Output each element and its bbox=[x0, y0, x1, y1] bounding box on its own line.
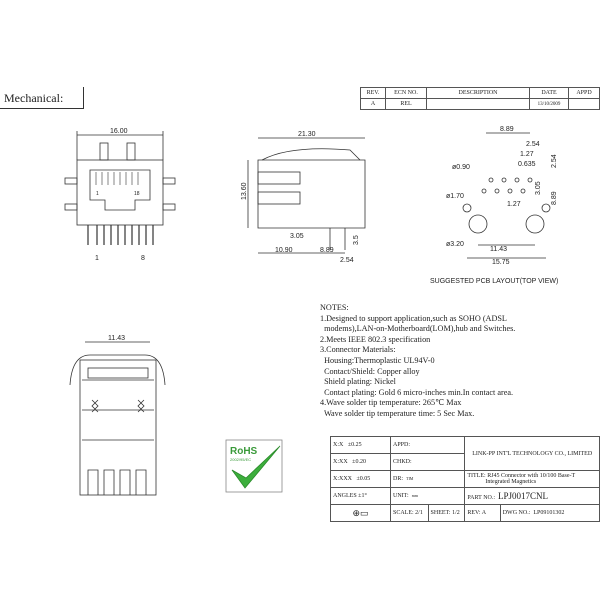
led-label: 1 bbox=[96, 191, 99, 197]
dim-label: 2.54 bbox=[340, 257, 354, 264]
dim-label: 3.05 bbox=[535, 181, 542, 195]
note-line: 2.Meets IEEE 802.3 specification bbox=[320, 334, 431, 344]
bottom-view: 11.43 bbox=[69, 335, 166, 496]
dim-label: 3.05 bbox=[290, 233, 304, 240]
pin-label: 1 bbox=[95, 255, 99, 262]
dim-label: 1.27 bbox=[507, 201, 521, 208]
dim-label: 15.75 bbox=[492, 259, 510, 266]
led-label: 18 bbox=[134, 191, 140, 197]
note-line: Wave solder tip temperature time: 5 Sec … bbox=[320, 408, 475, 418]
notes: NOTES:1.Designed to support application,… bbox=[320, 303, 515, 420]
rohs-sub: 2002/95/EC bbox=[230, 457, 251, 462]
part-no-field: PART NO.: LPJ0017CNL bbox=[464, 487, 600, 505]
dim-label: 1.27 bbox=[520, 151, 534, 158]
hole-label: ø0.90 bbox=[452, 164, 470, 171]
section-label: Mechanical: bbox=[0, 87, 84, 109]
front-view: 16.00 1 8 1 18 bbox=[64, 128, 176, 262]
pin-label: 8 bbox=[141, 255, 145, 262]
appd-field: APPD: bbox=[389, 436, 466, 454]
sheet-field: SHEET: 1/2 bbox=[427, 504, 466, 522]
rev-field: REV: A bbox=[464, 504, 501, 522]
tolerance: X:XXX ±0.05 bbox=[330, 470, 391, 488]
rohs-logo: RoHS 2002/95/EC bbox=[225, 439, 283, 493]
side-view: 21.30 13.60 3.5 3.05 2.54 10.90 8.89 bbox=[241, 131, 366, 264]
hole-label: ø1.70 bbox=[446, 193, 464, 200]
scale-field: SCALE: 2/1 bbox=[390, 504, 429, 522]
dim-label: 13.60 bbox=[241, 182, 248, 200]
dr-field: DR: TIM bbox=[389, 470, 466, 488]
dim-label: 21.30 bbox=[298, 131, 316, 138]
unit-field: UNIT: mm bbox=[389, 487, 466, 505]
dim-label: 8.89 bbox=[320, 247, 334, 254]
dim-label: 8.89 bbox=[551, 191, 558, 205]
dim-label: 16.00 bbox=[110, 128, 128, 135]
dim-label: 2.54 bbox=[551, 154, 558, 168]
note-line: Contact/Shield: Copper alloy bbox=[320, 366, 420, 376]
cell bbox=[568, 98, 600, 110]
dim-label: 10.90 bbox=[275, 247, 293, 254]
tolerance: X:X ±0.25 bbox=[330, 436, 391, 454]
angles-field: ANGLES ±1° bbox=[330, 487, 391, 505]
company-name: LINK-PP INT'L TECHNOLOGY CO., LIMITED bbox=[464, 436, 600, 471]
tolerance: X:XX ±0.20 bbox=[330, 453, 391, 471]
dim-label: 2.54 bbox=[526, 141, 540, 148]
title-field: TITLE: RJ45 Connector with 10/100 Base-T… bbox=[464, 470, 600, 488]
notes-title: NOTES: bbox=[320, 303, 349, 312]
note-line: Shield plating: Nickel bbox=[320, 377, 396, 387]
note-line: modems),LAN-on-Motherboard(LOM),hub and … bbox=[320, 324, 516, 334]
note-line: 3.Connector Materials: bbox=[320, 345, 396, 355]
note-line: Contact plating: Gold 6 micro-inches min… bbox=[320, 387, 514, 397]
note-line: Housing:Thermoplastic UL94V-0 bbox=[320, 355, 435, 365]
dim-label: 0.635 bbox=[518, 161, 536, 168]
dim-label: 8.89 bbox=[500, 126, 514, 133]
hole-label: ø3.20 bbox=[446, 241, 464, 248]
pcb-layout: 8.89 2.54 1.27 0.635 2.54 3.05 8.89 1.27… bbox=[446, 126, 558, 266]
dim-label: 11.43 bbox=[490, 246, 507, 253]
revision-table: REV. ECN NO. DESCRIPTION DATE APPD A REL… bbox=[360, 87, 600, 110]
projection-icon: ⊕▭ bbox=[330, 504, 391, 522]
note-line: 4.Wave solder tip temperature: 265℃ Max bbox=[320, 398, 462, 408]
chkd-field: CHKD: bbox=[389, 453, 466, 471]
note-line: 1.Designed to support application,such a… bbox=[320, 313, 507, 323]
rohs-label: RoHS bbox=[230, 446, 258, 457]
title-block: X:X ±0.25 APPD: LINK-PP INT'L TECHNOLOGY… bbox=[330, 436, 600, 522]
dim-label: 11.43 bbox=[108, 335, 125, 342]
dwg-field: DWG NO.: LP09101302 bbox=[499, 504, 600, 522]
table-row: A REL 13/10/2009 bbox=[360, 98, 600, 110]
dim-label: 3.5 bbox=[353, 235, 360, 245]
pcb-caption: SUGGESTED PCB LAYOUT(TOP VIEW) bbox=[430, 278, 558, 285]
